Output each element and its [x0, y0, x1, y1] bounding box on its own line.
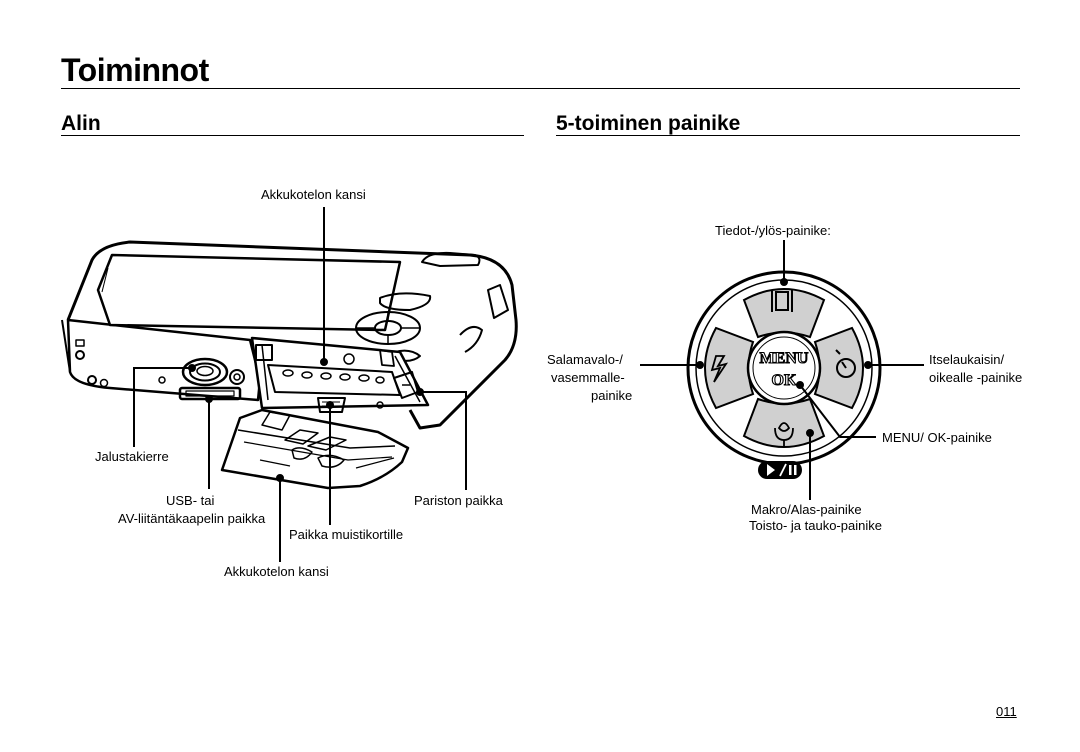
label-flash-left-3: painike	[591, 388, 633, 403]
label-usb-line2: AV-liitäntäkaapelin paikka	[118, 511, 266, 526]
label-flash-left-1: Salamavalo-/	[547, 352, 623, 367]
macro-icon	[774, 422, 794, 446]
title-rule	[61, 88, 1020, 89]
menu-button-text: MENU	[760, 350, 809, 367]
section-rule-left	[61, 135, 524, 136]
self-timer-icon	[835, 349, 856, 378]
label-play-pause: Toisto- ja tauko-painike	[749, 518, 882, 533]
label-flash-left-2: vasemmalle-	[551, 370, 625, 385]
label-usb-line1: USB- tai	[166, 493, 215, 508]
label-memory-card-slot: Paikka muistikortille	[289, 527, 404, 542]
display-icon	[771, 290, 793, 312]
section-heading-bottom: Alin	[61, 112, 101, 135]
page-title: Toiminnot	[61, 52, 209, 88]
label-battery-slot: Pariston paikka	[414, 493, 503, 508]
play-pause-icon	[758, 461, 802, 479]
five-way-button-illustration	[686, 270, 882, 466]
flash-icon	[710, 355, 729, 383]
section-rule-right	[556, 135, 1020, 136]
label-tripod-socket: Jalustakierre	[95, 449, 169, 464]
label-battery-cover-top: Akkukotelon kansi	[261, 187, 366, 202]
label-macro-down: Makro/Alas-painike	[751, 502, 862, 517]
section-heading-5way: 5-toiminen painike	[556, 112, 741, 135]
ok-button-text: OK	[772, 372, 797, 389]
label-info-up: Tiedot-/ylös-painike:	[715, 223, 831, 238]
label-self-timer-2: oikealle -painike	[929, 370, 1023, 385]
label-menu-ok: MENU/ OK-painike	[882, 430, 992, 445]
label-self-timer-1: Itselaukaisin/	[929, 352, 1005, 367]
label-battery-cover-bottom: Akkukotelon kansi	[224, 564, 329, 579]
page-number: 011	[996, 704, 1017, 719]
